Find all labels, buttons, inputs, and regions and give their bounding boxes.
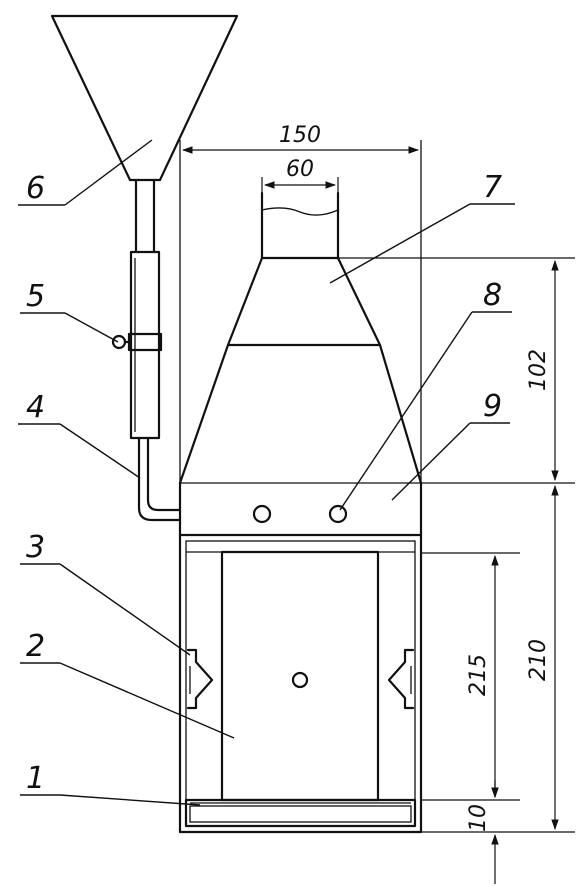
dim-neck-width: 60 (286, 157, 314, 182)
chamber (178, 533, 423, 834)
label-5: 5 (26, 279, 45, 314)
supply-tube (129, 250, 182, 522)
leader-lines (18, 139, 515, 806)
label-3: 3 (26, 530, 45, 565)
label-8: 8 (483, 278, 502, 313)
label-4: 4 (26, 390, 45, 425)
dimension-labels: 150 60 102 210 215 10 (279, 123, 551, 832)
dim-hood-height: 102 (526, 349, 551, 391)
dim-door-height: 215 (466, 654, 491, 696)
dim-base-height: 10 (466, 804, 491, 832)
dim-chamber-height: 210 (526, 639, 551, 681)
label-9: 9 (483, 389, 502, 424)
exhaust-hood (178, 191, 423, 537)
part-labels: 6 5 4 3 2 1 7 8 9 (26, 170, 502, 796)
label-2: 2 (26, 629, 45, 664)
dim-total-width: 150 (279, 123, 321, 148)
label-6: 6 (26, 171, 45, 206)
pinch-clamp (111, 332, 163, 352)
bottom-tray (184, 798, 417, 828)
dimension-lines (179, 140, 575, 884)
funnel (50, 14, 239, 254)
label-7: 7 (483, 170, 502, 205)
label-1: 1 (26, 761, 45, 796)
